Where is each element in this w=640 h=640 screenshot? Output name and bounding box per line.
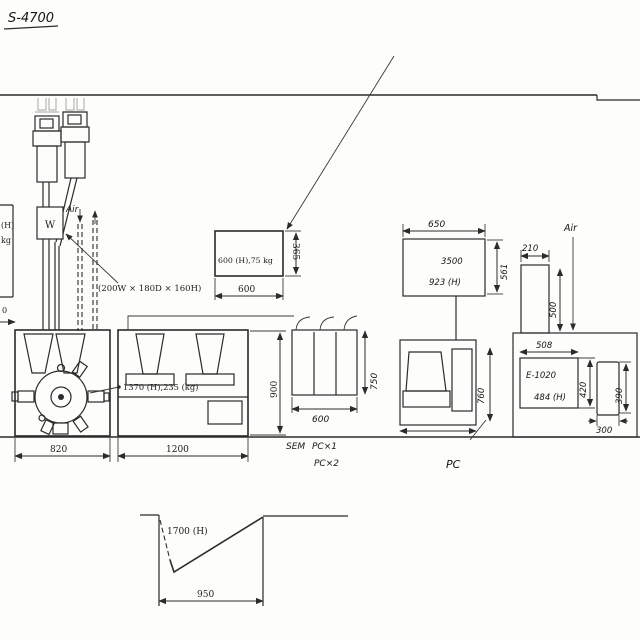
console-panel xyxy=(207,400,243,425)
desk-height-value: 750 xyxy=(370,373,380,390)
gun-pipes xyxy=(42,177,78,330)
note-pc1: PC×1 xyxy=(312,442,337,452)
side-cabinet-width-value: 300 xyxy=(596,426,612,436)
console-height-value: 900 xyxy=(270,381,280,398)
pc-monitor-base xyxy=(402,390,451,408)
operator-desk: 750 600 xyxy=(291,315,380,425)
control-console: 900 1200 xyxy=(117,315,294,462)
side-cabinet xyxy=(596,361,620,416)
trench-depth-label: 1700 (H) xyxy=(167,526,208,537)
cable-duct xyxy=(127,315,294,330)
console-width-value: 1200 xyxy=(166,445,189,455)
drawing-title: S-4700 xyxy=(8,11,54,26)
water-box-label: W xyxy=(45,220,56,231)
shelf-height-value: 561 xyxy=(500,264,510,280)
column-height-value: 500 xyxy=(549,302,559,318)
hoist-box-text: 600 (H),75 kg xyxy=(218,256,273,265)
ceiling-line xyxy=(0,94,640,101)
coater-inner-height-value: 420 xyxy=(579,382,589,398)
gun-tower-1 xyxy=(32,115,62,183)
desk-width-value: 600 xyxy=(312,415,329,425)
coater-top-width-value: 508 xyxy=(536,341,553,351)
column-width-value: 210 xyxy=(522,244,538,254)
title-block: S-4700 xyxy=(3,11,59,30)
title-underline xyxy=(3,25,59,30)
shelf-line2: 923 (H) xyxy=(429,278,461,288)
trench-dashed-slope xyxy=(159,519,171,561)
hopper-1 xyxy=(23,333,54,374)
sem-main-unit: 1370 (H),235 (kg) 820 xyxy=(11,329,198,462)
water-box xyxy=(36,206,64,240)
shelf-line1: 3500 xyxy=(441,257,463,267)
air-label-left: Air xyxy=(65,205,80,215)
coater-column xyxy=(520,264,550,334)
water-box-leader xyxy=(65,233,119,284)
hopper-2 xyxy=(55,333,86,374)
equipment-notes: SEM PC×1 PC×2 PC xyxy=(286,442,461,471)
coater-height-label: 484 (H) xyxy=(534,393,566,403)
hoist-box: 600 (H),75 kg 365 600 xyxy=(214,230,301,300)
shelf-width-value: 650 xyxy=(428,220,445,230)
gun-tower-2 xyxy=(60,111,90,179)
floor-trench: 1700 (H) 950 xyxy=(140,514,348,606)
left-box-dim-fragment: 0 xyxy=(2,306,7,315)
desk-cable-arcs xyxy=(295,315,358,331)
note-sem: SEM xyxy=(286,442,305,452)
side-cabinet-height-value: 390 xyxy=(615,388,625,404)
sem-unit-label: 1370 (H),235 (kg) xyxy=(123,382,198,392)
coater-model: E-1020 xyxy=(526,371,556,381)
coater-body xyxy=(519,357,579,409)
trench-slope xyxy=(169,516,264,574)
hoist-width-value: 600 xyxy=(238,285,255,295)
left-edge-partial-box: (H) kg 0 xyxy=(0,204,16,326)
water-box-size-note: (200W × 180D × 160H) xyxy=(98,283,201,294)
pc-height-value: 760 xyxy=(477,388,487,404)
gun-ghost-outlines xyxy=(35,98,87,113)
air-lines xyxy=(77,209,98,331)
pc-monitor xyxy=(405,351,447,392)
console-crt-1 xyxy=(135,333,165,375)
specimen-chamber-turret xyxy=(11,360,110,436)
coater-unit: 210 500 Air E-1020 484 (H) 508 420 390 3… xyxy=(512,223,638,438)
console-crt-2 xyxy=(195,333,225,375)
pc-unit: 760 xyxy=(399,339,494,441)
trench-width-value: 950 xyxy=(197,590,214,600)
note-pc: PC xyxy=(446,458,461,471)
left-box-weight-label: kg xyxy=(1,236,11,245)
shelf-box: 650 3500 923 (H) 561 xyxy=(402,220,510,340)
hoist-height-value: 365 xyxy=(290,243,300,260)
air-label-right: Air xyxy=(563,223,578,234)
sem-width-value: 820 xyxy=(50,445,67,455)
gun-assembly: W Air (200W × 180D × 160H) xyxy=(32,111,201,331)
pc-tower xyxy=(451,348,473,412)
hoist-leader-line xyxy=(286,55,395,230)
left-box-height-label: (H) xyxy=(1,221,14,230)
note-pc2: PC×2 xyxy=(314,459,339,469)
